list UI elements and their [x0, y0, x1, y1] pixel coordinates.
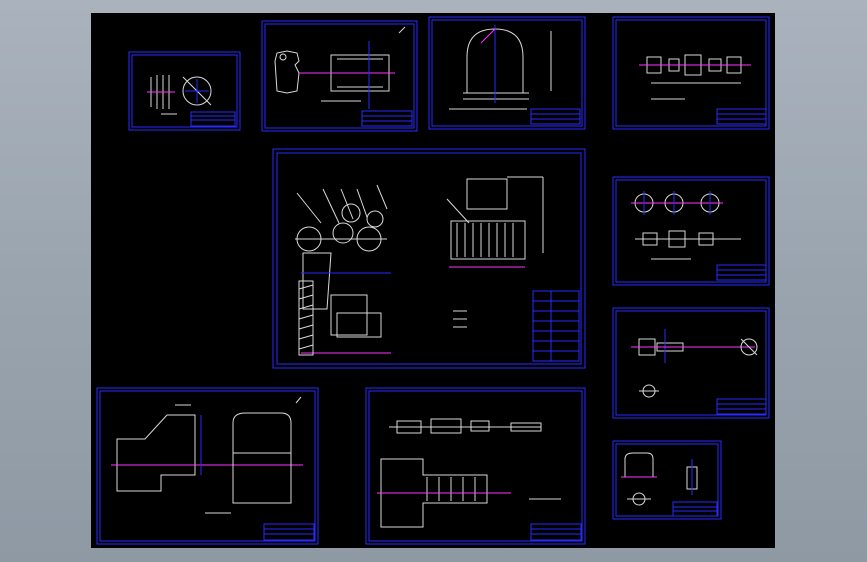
sheet-shaft-layout-1[interactable]	[612, 16, 770, 130]
sheet-small-part[interactable]	[612, 440, 722, 520]
sheet-gear-detail[interactable]	[128, 51, 241, 131]
sheet-sprocket-sections[interactable]	[612, 176, 770, 286]
sheet-main-assembly[interactable]	[272, 148, 586, 369]
cad-drawing-svg	[96, 16, 770, 545]
sheet-frame-plan[interactable]	[365, 387, 586, 545]
sheet-shaft-layout-2[interactable]	[612, 307, 770, 419]
sheet-stepped-bracket[interactable]	[96, 387, 319, 545]
cad-drawing-canvas[interactable]	[91, 13, 775, 548]
sheet-arch-housing[interactable]	[428, 16, 586, 130]
sheet-bracket-side-view[interactable]	[261, 20, 418, 132]
